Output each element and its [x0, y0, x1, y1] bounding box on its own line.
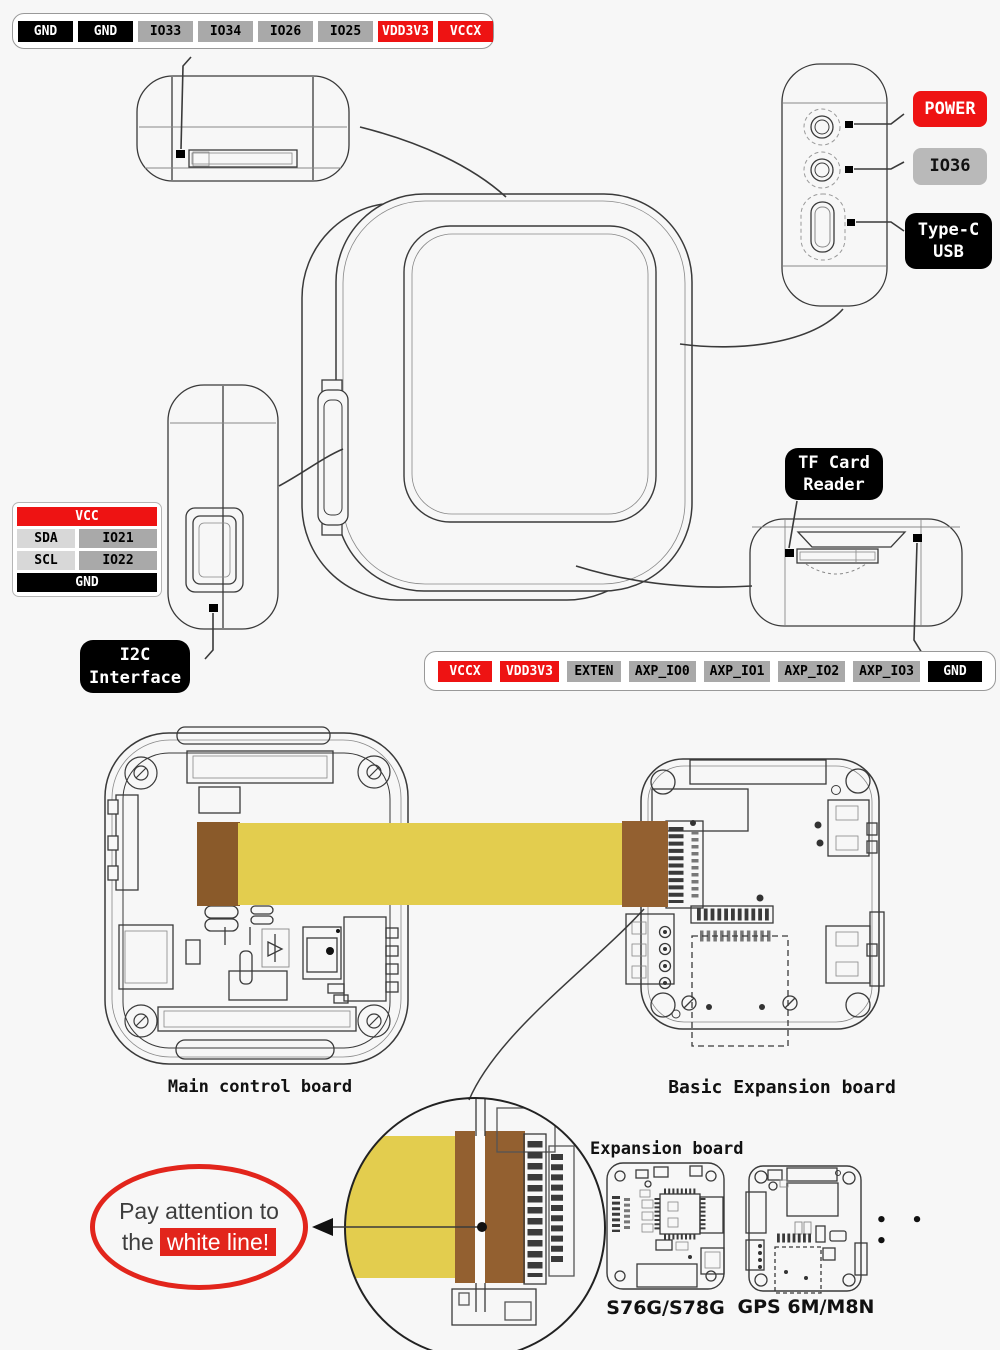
i2c-scl-name: SCL — [17, 551, 75, 570]
gps-board-caption: GPS 6M/M8N — [737, 1296, 875, 1318]
io36-label: IO36 — [929, 156, 971, 177]
s76g-board-caption: S76G/S78G — [606, 1297, 725, 1319]
pin-label: IO26 — [258, 20, 313, 42]
tf-card-reader-callout: TF Card Reader — [785, 448, 883, 500]
expansion-board-caption: Expansion board — [590, 1139, 744, 1159]
typec-label-line1: Type-C — [917, 219, 980, 240]
pin-label: AXP_IO0 — [628, 660, 696, 682]
pin-label: VCCX — [438, 20, 493, 42]
i2c-interface-callout: I2C Interface — [80, 640, 190, 693]
io36-button-callout: IO36 — [913, 148, 987, 185]
top-pin-row: GND GND IO33 IO34 IO26 IO25 VDD3V3 VCCX — [12, 13, 494, 49]
typec-usb-callout: Type-C USB — [905, 213, 992, 269]
annotation-line2-prefix: the — [121, 1229, 154, 1255]
pin-label: GND — [927, 660, 982, 682]
i2c-sda-pin: IO21 — [79, 529, 157, 548]
bottom-pin-row: VCCX VDD3V3 EXTEN AXP_IO0 AXP_IO1 AXP_IO… — [424, 651, 996, 691]
pin-label: VDD3V3 — [378, 20, 433, 42]
i2c-gnd-cell: GND — [17, 573, 157, 592]
pin-label: GND — [18, 20, 73, 42]
i2c-label-line2: Interface — [88, 667, 182, 688]
i2c-vcc-cell: VCC — [17, 507, 157, 526]
pin-label: VDD3V3 — [499, 660, 559, 682]
i2c-scl-pin: IO22 — [79, 551, 157, 570]
pin-label: AXP_IO3 — [853, 660, 920, 682]
i2c-sda-name: SDA — [17, 529, 75, 548]
more-boards-ellipsis: • • • — [876, 1210, 930, 1252]
i2c-pin-table: VCC SDA IO21 SCL IO22 GND — [12, 502, 162, 597]
pin-label: IO33 — [138, 20, 193, 42]
pin-label: AXP_IO2 — [778, 660, 846, 682]
pin-label: EXTEN — [566, 660, 621, 682]
pin-label: AXP_IO1 — [703, 660, 771, 682]
annotation-line1: Pay attention to — [119, 1197, 279, 1224]
power-label: POWER — [924, 98, 976, 119]
tf-label-line2: Reader — [803, 475, 865, 495]
pin-label: IO34 — [198, 20, 253, 42]
i2c-label-line1: I2C — [119, 645, 151, 666]
pin-label: IO25 — [318, 20, 373, 42]
typec-label-line2: USB — [933, 242, 964, 262]
power-button-callout: POWER — [913, 91, 987, 127]
pin-label: VCCX — [438, 660, 492, 682]
main-control-board-caption: Main control board — [167, 1077, 353, 1097]
pin-label: GND — [78, 20, 133, 42]
basic-expansion-board-caption: Basic Expansion board — [668, 1077, 896, 1098]
annotation-highlight: white line! — [159, 1228, 277, 1256]
tf-label-line1: TF Card — [798, 452, 870, 473]
